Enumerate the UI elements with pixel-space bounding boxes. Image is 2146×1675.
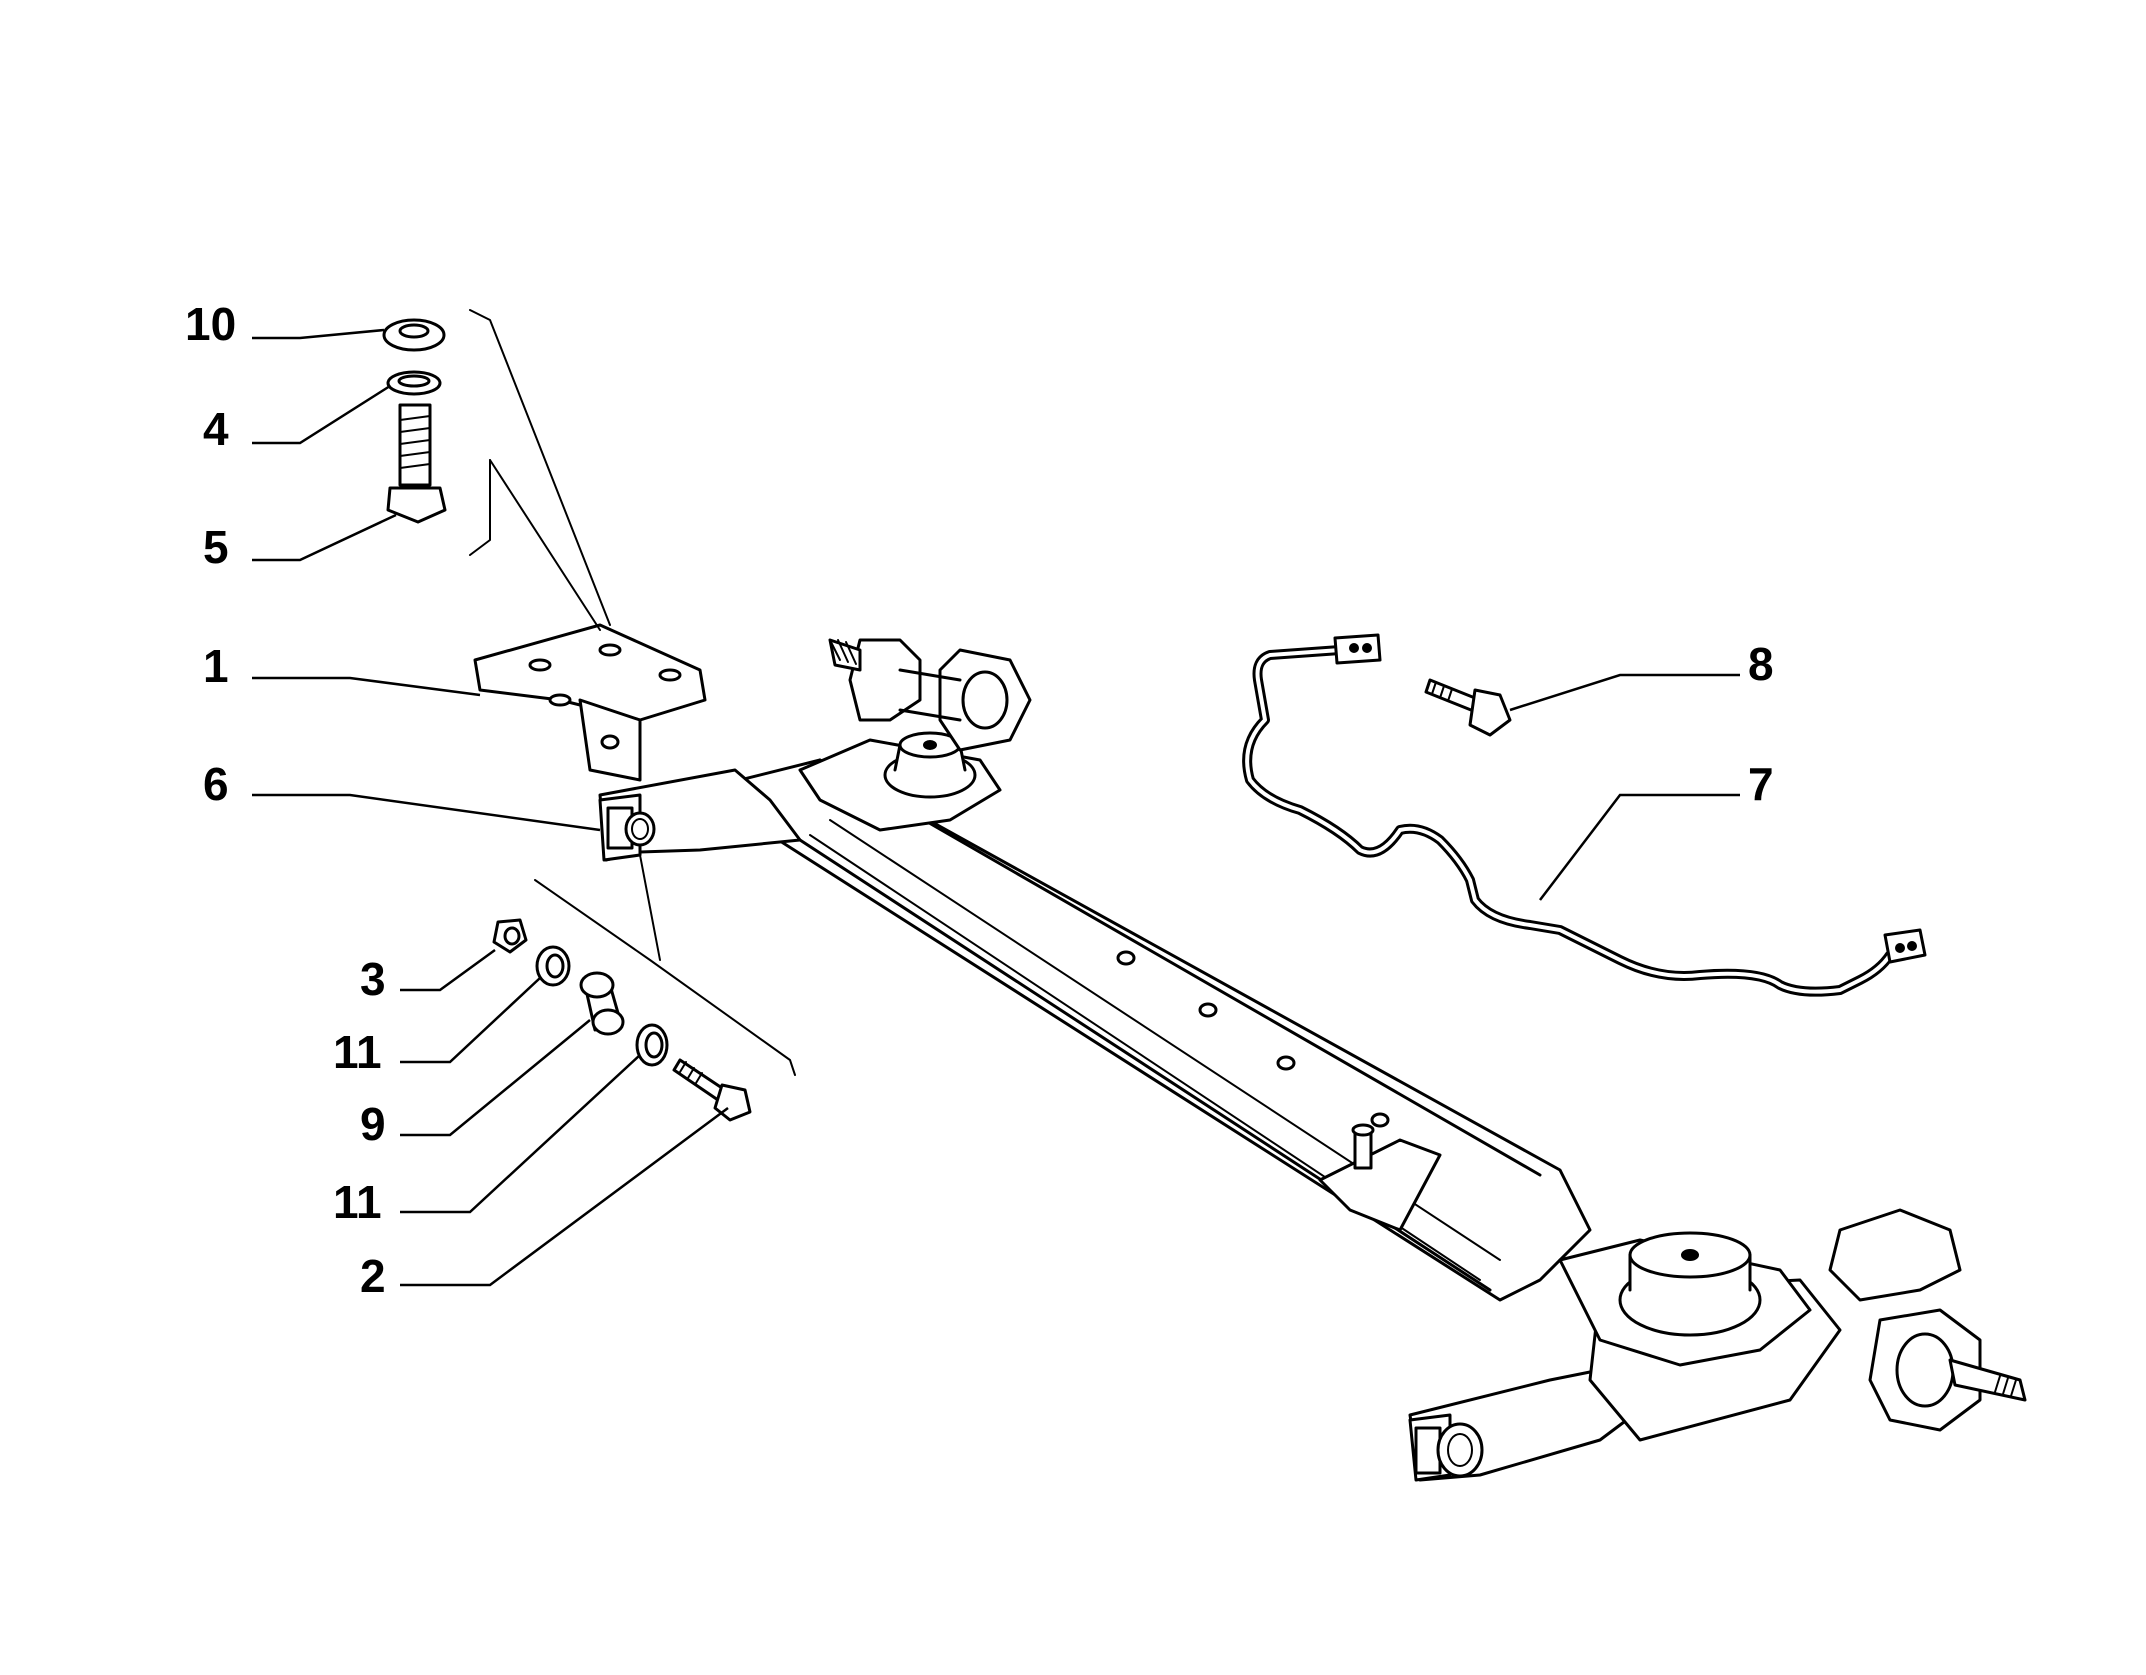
washer-10 bbox=[382, 318, 446, 352]
callout-labels: 10 4 5 1 6 3 11 9 11 2 8 7 bbox=[185, 298, 1774, 1302]
callout-6: 6 bbox=[203, 758, 229, 810]
callout-10: 10 bbox=[185, 298, 236, 350]
callout-8: 8 bbox=[1748, 638, 1774, 690]
washer-11-lower bbox=[635, 1023, 669, 1067]
callout-5: 5 bbox=[203, 521, 229, 573]
bushing-9 bbox=[579, 971, 625, 1036]
nut-3 bbox=[492, 918, 528, 954]
callout-7: 7 bbox=[1748, 758, 1774, 810]
callout-1: 1 bbox=[203, 640, 229, 692]
anti-roll-bar bbox=[1242, 633, 1927, 997]
callout-3: 3 bbox=[360, 953, 386, 1005]
callout-2: 2 bbox=[360, 1250, 386, 1302]
bolt-8 bbox=[1424, 678, 1512, 737]
bolt-2 bbox=[672, 1058, 752, 1122]
bolt-5 bbox=[386, 403, 447, 524]
callout-9: 9 bbox=[360, 1098, 386, 1150]
callout-11-upper: 11 bbox=[333, 1026, 382, 1078]
mounting-bracket bbox=[473, 623, 707, 782]
leader-lines bbox=[252, 309, 1740, 1287]
washer-4 bbox=[386, 370, 442, 396]
rear-axle-beam bbox=[598, 638, 2027, 1482]
callout-11-lower: 11 bbox=[333, 1176, 382, 1228]
callout-4: 4 bbox=[203, 403, 229, 455]
washer-11-upper bbox=[535, 945, 571, 987]
